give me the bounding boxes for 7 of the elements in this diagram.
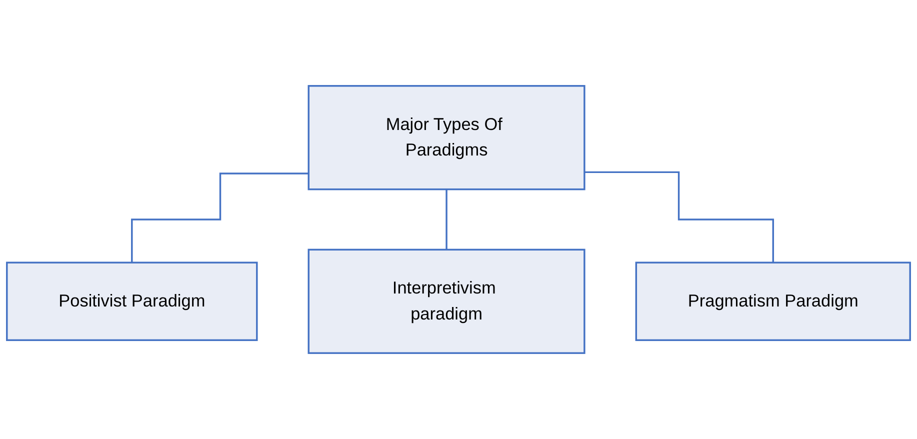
connector [584, 171, 774, 264]
node-box: Positivist Paradigm [6, 262, 258, 342]
node-box: Interpretivism paradigm [308, 248, 586, 354]
node-box: Pragmatism Paradigm [635, 262, 911, 342]
connector [446, 188, 448, 251]
node-box: Major Types Of Paradigms [308, 85, 586, 190]
connector [131, 172, 309, 264]
